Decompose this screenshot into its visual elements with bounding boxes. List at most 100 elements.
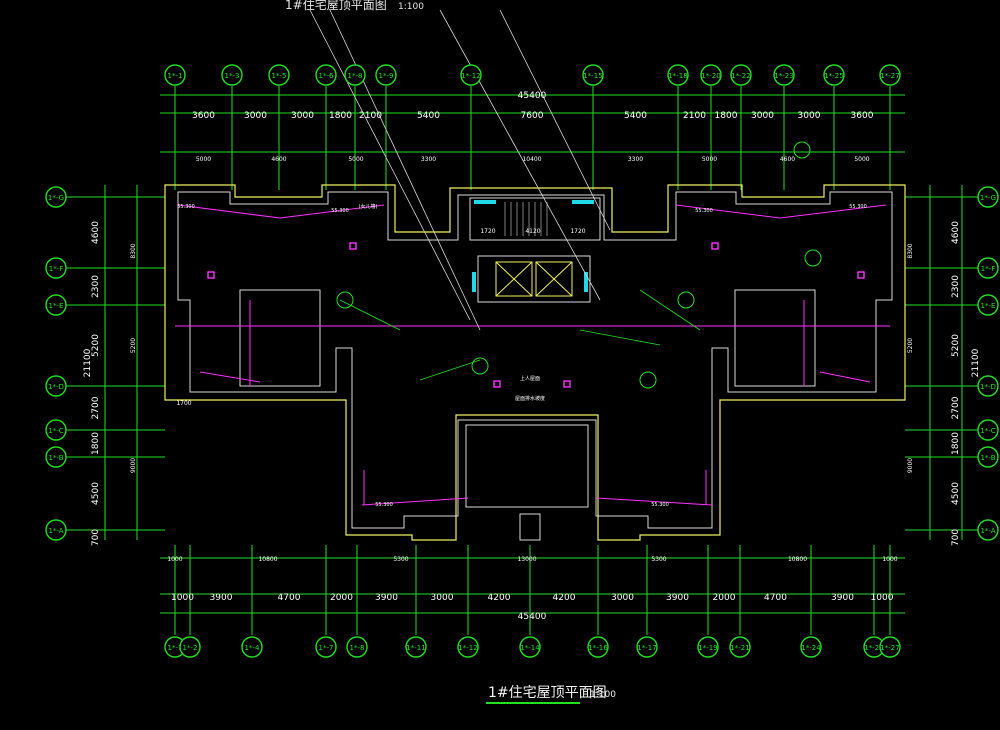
axis-right-label: 1*-C bbox=[980, 427, 995, 435]
axis-left-label: 1*-G bbox=[48, 194, 64, 202]
axis-right-circle bbox=[977, 519, 999, 541]
axis-left-circle bbox=[45, 519, 67, 541]
right-row-dim: 700 bbox=[951, 529, 961, 546]
callout-circle bbox=[793, 141, 811, 159]
axis-top-label: 1*-3 bbox=[225, 72, 240, 80]
axis-top-circle bbox=[164, 64, 186, 86]
bottom-dim-row2: 10800 bbox=[788, 556, 807, 563]
axis-top-label: 1*-27 bbox=[880, 72, 899, 80]
right-inner-dim: 9000 bbox=[907, 458, 914, 473]
axis-bottom-label: 1*-21 bbox=[730, 644, 749, 652]
top-dim-row1: 3000 bbox=[751, 111, 774, 121]
bottom-dim-row1: 3900 bbox=[375, 593, 398, 603]
drainage-line bbox=[675, 204, 781, 219]
axis-left-label: 1*-E bbox=[49, 302, 64, 310]
top-dim-row1: 3000 bbox=[291, 111, 314, 121]
bottom-dim-row2: 5300 bbox=[651, 556, 666, 563]
top-partial-title: 1#住宅屋顶平面图 bbox=[285, 0, 387, 12]
axis-top-circle bbox=[315, 64, 337, 86]
axis-top-label: 1*-8 bbox=[348, 72, 363, 80]
axis-right-circle bbox=[977, 294, 999, 316]
inner-wall-outline bbox=[177, 191, 893, 529]
axis-bottom-circle bbox=[800, 636, 822, 658]
window-cyan bbox=[584, 272, 588, 292]
left-inner-dim: 9000 bbox=[130, 458, 137, 473]
leader-line bbox=[579, 329, 661, 346]
left-row-dim: 2300 bbox=[91, 275, 101, 298]
elevation-label: 55.300 bbox=[849, 204, 867, 210]
elevation-label: 55.300 bbox=[375, 502, 393, 508]
left-row-dim: 1800 bbox=[91, 432, 101, 455]
leader-line bbox=[309, 9, 471, 321]
right-room bbox=[734, 289, 816, 387]
left-room bbox=[239, 289, 321, 387]
axis-bottom-label: 1*-2 bbox=[183, 644, 198, 652]
axis-bottom-label: 1*-12 bbox=[458, 644, 477, 652]
callout-circle bbox=[677, 291, 695, 309]
right-row-dim: 2700 bbox=[951, 396, 961, 419]
axis-top-label: 1*-1 bbox=[168, 72, 183, 80]
elevation-label: 55.300 bbox=[331, 208, 349, 214]
bottom-dim-row1: 3900 bbox=[666, 593, 689, 603]
axis-bottom-label: 1*-7 bbox=[319, 644, 334, 652]
axis-left-label: 1*-F bbox=[49, 265, 64, 273]
top-dim-row1: 2100 bbox=[359, 111, 382, 121]
elevation-label: 55.300 bbox=[695, 208, 713, 214]
axis-right-circle bbox=[977, 419, 999, 441]
bottom-dim-row1: 3000 bbox=[431, 593, 454, 603]
bottom-dim-row1: 4200 bbox=[553, 593, 576, 603]
axis-bottom-label: 1*-17 bbox=[637, 644, 656, 652]
axis-left-circle bbox=[45, 375, 67, 397]
leader-line bbox=[499, 9, 611, 231]
elevation-label: 55.300 bbox=[651, 502, 669, 508]
right-inner-dim: 5200 bbox=[907, 338, 914, 353]
elevation-label: 55.300 bbox=[177, 204, 195, 210]
top-dim-row1: 1800 bbox=[715, 111, 738, 121]
top-dim-row2: 10400 bbox=[522, 156, 541, 163]
axis-top-label: 1*-5 bbox=[272, 72, 287, 80]
leader-line bbox=[339, 299, 401, 331]
right-row-dim: 5200 bbox=[951, 334, 961, 357]
bottom-dim-row1: 3000 bbox=[611, 593, 634, 603]
top-dim-row2: 4600 bbox=[271, 156, 286, 163]
top-dim-row1: 7600 bbox=[521, 111, 544, 121]
top-dim-row2: 5000 bbox=[348, 156, 363, 163]
axis-left-circle bbox=[45, 446, 67, 468]
axis-top-label: 1*-9 bbox=[379, 72, 394, 80]
bottom-dim-row1: 1000 bbox=[871, 593, 894, 603]
parapet-outline bbox=[164, 184, 906, 541]
axis-bottom-circle bbox=[315, 636, 337, 658]
roof-drain bbox=[349, 242, 357, 250]
top-dim-row2: 5000 bbox=[854, 156, 869, 163]
axis-top-label: 1*-20 bbox=[701, 72, 720, 80]
callout-circle bbox=[639, 371, 657, 389]
axis-top-circle bbox=[268, 64, 290, 86]
elevator-shaft-right bbox=[535, 261, 573, 297]
drainage-line bbox=[279, 204, 385, 219]
axis-right-circle bbox=[977, 375, 999, 397]
top-dim-row1: 2100 bbox=[683, 111, 706, 121]
roof-note: (女儿墙) bbox=[359, 203, 378, 210]
top-dim-row2: 5000 bbox=[702, 156, 717, 163]
top-dim-row1: 5400 bbox=[624, 111, 647, 121]
top-dim-row1: 5400 bbox=[417, 111, 440, 121]
axis-bottom-circle bbox=[346, 636, 368, 658]
roof-drain bbox=[857, 271, 865, 279]
elevator-shaft-left bbox=[495, 261, 533, 297]
axis-left-circle bbox=[45, 294, 67, 316]
top-partial-scale: 1:100 bbox=[398, 2, 424, 12]
axis-bottom-label: 1*-11 bbox=[406, 644, 425, 652]
left-inner-dim: 5200 bbox=[130, 338, 137, 353]
axis-right-label: 1*-G bbox=[980, 194, 996, 202]
elevator-x bbox=[495, 261, 533, 297]
top-dim-row2: 5000 bbox=[196, 156, 211, 163]
axis-bottom-label: 1*-4 bbox=[245, 644, 260, 652]
bottom-dim-row1: 3900 bbox=[831, 593, 854, 603]
axis-bottom-circle bbox=[241, 636, 263, 658]
roof-drain bbox=[207, 271, 215, 279]
callout-circle bbox=[804, 249, 822, 267]
